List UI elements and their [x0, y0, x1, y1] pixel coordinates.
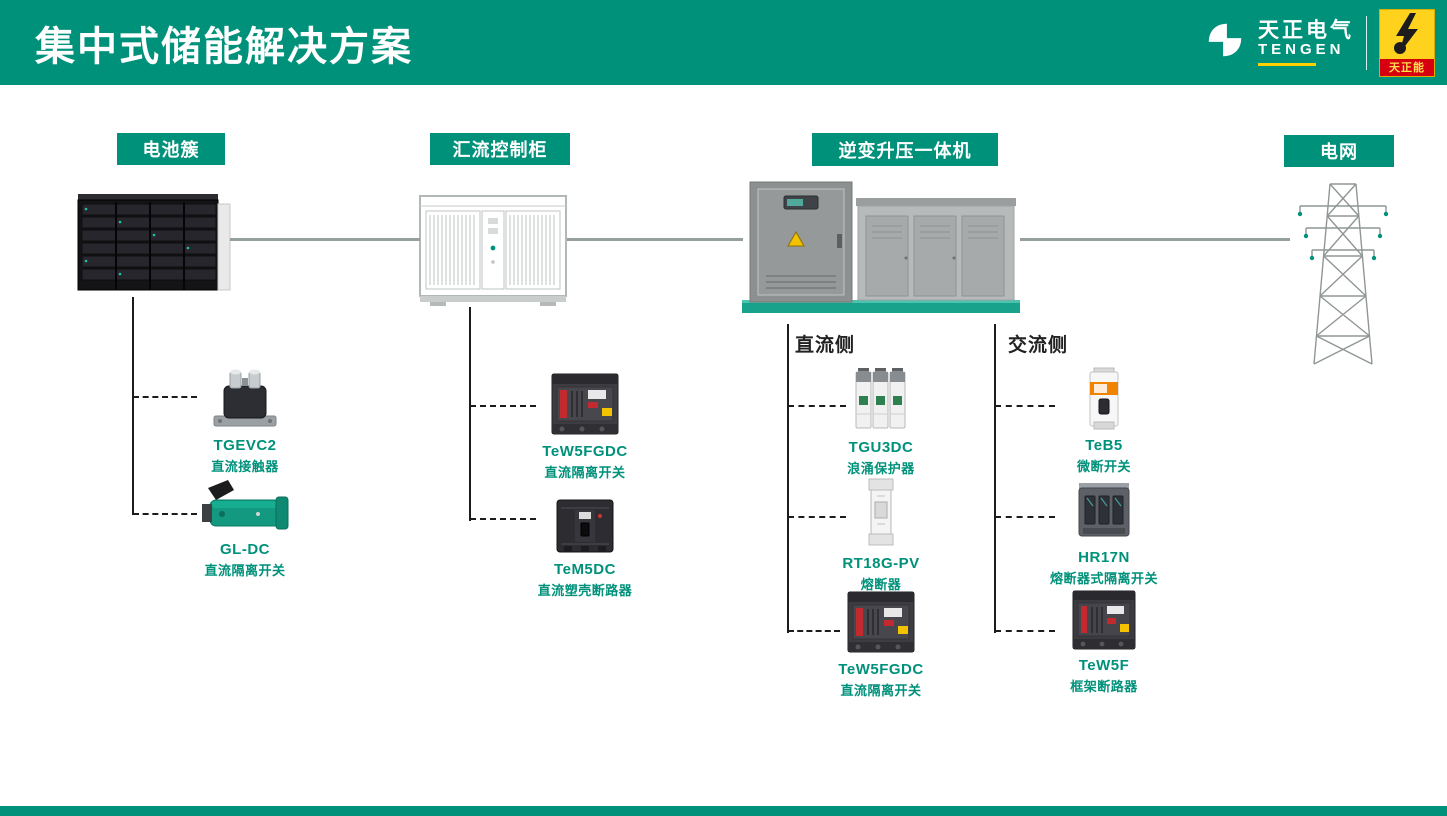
logo-divider — [1366, 15, 1367, 70]
station-label-grid: 电网 — [1284, 135, 1394, 167]
component-rt18g-pv: RT18G-PV 熔断器 — [791, 474, 971, 593]
logo-area: 天正电气 TENGEN 天正能 — [1204, 0, 1435, 85]
branch-line — [133, 513, 197, 515]
hr17n-product-image — [1014, 474, 1194, 544]
brand-text: 天正电气 TENGEN — [1258, 19, 1354, 66]
branch-line — [995, 516, 1055, 518]
component-desc: 熔断器式隔离开关 — [1049, 571, 1158, 586]
branch-line — [788, 516, 846, 518]
component-teb5: TeB5 微断开关 — [1014, 366, 1194, 475]
page-title: 集中式储能解决方案 — [35, 24, 413, 69]
component-name: GL-DC — [220, 541, 270, 558]
component-desc: 直流塑壳断路器 — [537, 583, 633, 598]
component-desc: 直流隔离开关 — [840, 683, 922, 698]
teb5-product-image — [1014, 366, 1194, 432]
tem5dc-product-image — [495, 496, 675, 556]
brand-name-cn: 天正电气 — [1258, 19, 1354, 43]
branch-line — [788, 630, 840, 632]
component-tgevc2: TGEVC2 直流接触器 — [155, 362, 335, 475]
lightning-fist-icon — [1380, 12, 1434, 64]
station-label-combiner: 汇流控制柜 — [430, 133, 570, 165]
station-label-battery: 电池簇 — [117, 133, 225, 165]
component-gl-dc: GL-DC 直流隔离开关 — [155, 478, 335, 579]
branch-line — [470, 518, 536, 520]
brand-name-en: TENGEN — [1258, 41, 1345, 59]
transmission-tower-illustration — [1288, 176, 1398, 377]
battery-cluster-illustration — [72, 186, 234, 303]
branch-line — [470, 405, 536, 407]
header-bar: 集中式储能解决方案 天正电气 TENGEN — [0, 0, 1447, 85]
component-name: RT18G-PV — [842, 555, 920, 572]
component-tew5fgdc-combiner: TeW5FGDC 直流隔离开关 — [495, 370, 675, 481]
connector-combiner-inverter — [567, 238, 743, 241]
side-label-ac: 交流侧 — [1008, 335, 1069, 356]
inverter-station-illustration — [740, 176, 1022, 323]
connector-battery-combiner — [230, 238, 420, 241]
brand-slogan-bar — [1258, 62, 1316, 66]
badge-label: 天正能 — [1380, 58, 1434, 76]
component-name: TeW5F — [1078, 657, 1130, 674]
component-desc: 直流接触器 — [211, 459, 279, 474]
component-name: TeW5FGDC — [542, 443, 628, 460]
component-name: HR17N — [1078, 549, 1130, 566]
component-tew5f: TeW5F 框架断路器 — [1014, 586, 1194, 695]
gl-dc-product-image — [155, 478, 335, 536]
side-label-dc: 直流侧 — [795, 335, 856, 356]
tengen-logo-icon — [1204, 19, 1246, 66]
component-desc: 微断开关 — [1076, 459, 1131, 474]
combiner-cabinet-illustration — [418, 192, 568, 313]
footer-bar — [0, 806, 1447, 816]
trunk-line-battery — [132, 297, 134, 515]
tgu3dc-product-image — [791, 366, 971, 434]
tew5fgdc-product-image — [495, 370, 675, 438]
station-label-inverter: 逆变升压一体机 — [812, 133, 998, 166]
branch-line — [995, 630, 1055, 632]
component-desc: 直流隔离开关 — [544, 465, 626, 480]
component-name: TeW5FGDC — [838, 661, 924, 678]
brand-badge: 天正能 — [1379, 8, 1435, 77]
component-tgu3dc: TGU3DC 浪涌保护器 — [791, 366, 971, 477]
component-name: TGU3DC — [848, 439, 914, 456]
component-hr17n: HR17N 熔断器式隔离开关 — [1014, 474, 1194, 587]
component-tem5dc: TeM5DC 直流塑壳断路器 — [495, 496, 675, 599]
trunk-line-dc-side — [787, 324, 789, 633]
branch-line — [133, 396, 197, 398]
component-desc: 浪涌保护器 — [847, 461, 915, 476]
component-name: TeB5 — [1085, 437, 1123, 454]
branch-line — [995, 405, 1055, 407]
component-name: TeM5DC — [554, 561, 616, 578]
component-desc: 框架断路器 — [1070, 679, 1138, 694]
branch-line — [788, 405, 846, 407]
rt18g-pv-product-image — [791, 474, 971, 550]
component-name: TGEVC2 — [213, 437, 277, 454]
component-desc: 熔断器 — [860, 577, 902, 592]
component-desc: 直流隔离开关 — [204, 563, 286, 578]
tew5f-product-image — [1014, 586, 1194, 652]
tgevc2-product-image — [155, 362, 335, 432]
trunk-line-ac-side — [994, 324, 996, 633]
connector-inverter-grid — [1020, 238, 1290, 241]
tew5fgdc-product-image — [791, 586, 971, 656]
component-tew5fgdc-dc: TeW5FGDC 直流隔离开关 — [791, 586, 971, 699]
trunk-line-combiner — [469, 307, 471, 521]
